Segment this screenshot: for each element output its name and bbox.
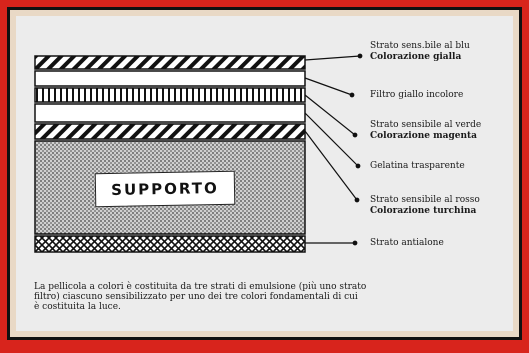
layer-antihalation: [34, 235, 306, 253]
layer-blue-sensitive: [34, 55, 306, 70]
label-antihalation: Strato antialone: [370, 238, 444, 248]
layer-gap: [34, 103, 306, 123]
leader-dot-blue: [357, 53, 363, 59]
label-gelatina: Gelatina trasparente: [370, 161, 465, 171]
label-green-line1: Strato sensibile al verde: [370, 120, 482, 130]
leader-lines: [304, 53, 363, 246]
label-filter-layer: Filtro giallo incolore: [370, 90, 463, 101]
leader-green: [304, 94, 356, 136]
caption-text: La pellicola a colori è costituita da tr…: [34, 282, 367, 312]
leader-dot-filter: [349, 92, 355, 98]
leader-dot-antihalation: [352, 240, 358, 246]
label-blue-layer: Strato sens.bile al blu Colorazione gial…: [370, 41, 470, 63]
layer-yellow-filter: [34, 70, 306, 87]
label-green-layer: Strato sensibile al verde Colorazione ma…: [370, 120, 481, 142]
label-filter: Filtro giallo incolore: [370, 90, 464, 100]
leader-dot-red: [354, 197, 360, 203]
label-red-line1: Strato sensibile al rosso: [370, 195, 480, 205]
leader-dot-green: [352, 132, 358, 138]
layer-green-sensitive: [34, 87, 306, 103]
label-blue-line1: Strato sens.bile al blu: [370, 41, 470, 51]
label-antihalation-layer: Strato antialone: [370, 238, 444, 249]
leader-red: [304, 130, 358, 201]
film-cross-section: [34, 55, 306, 253]
leader-dot-gelatina: [355, 163, 361, 169]
support-label: SUPPORTO: [94, 170, 236, 208]
leader-gelatina: [304, 112, 359, 167]
layer-red-sensitive: [34, 123, 306, 140]
label-green-line2: Colorazione magenta: [370, 131, 478, 141]
leader-blue: [304, 55, 361, 61]
leader-filter: [304, 77, 353, 96]
label-red-line2: Colorazione turchina: [370, 206, 477, 216]
label-blue-line2: Colorazione gialla: [370, 52, 462, 62]
label-gelatina-layer: Gelatina trasparente: [370, 161, 465, 172]
label-red-layer: Strato sensibile al rosso Colorazione tu…: [370, 195, 480, 217]
